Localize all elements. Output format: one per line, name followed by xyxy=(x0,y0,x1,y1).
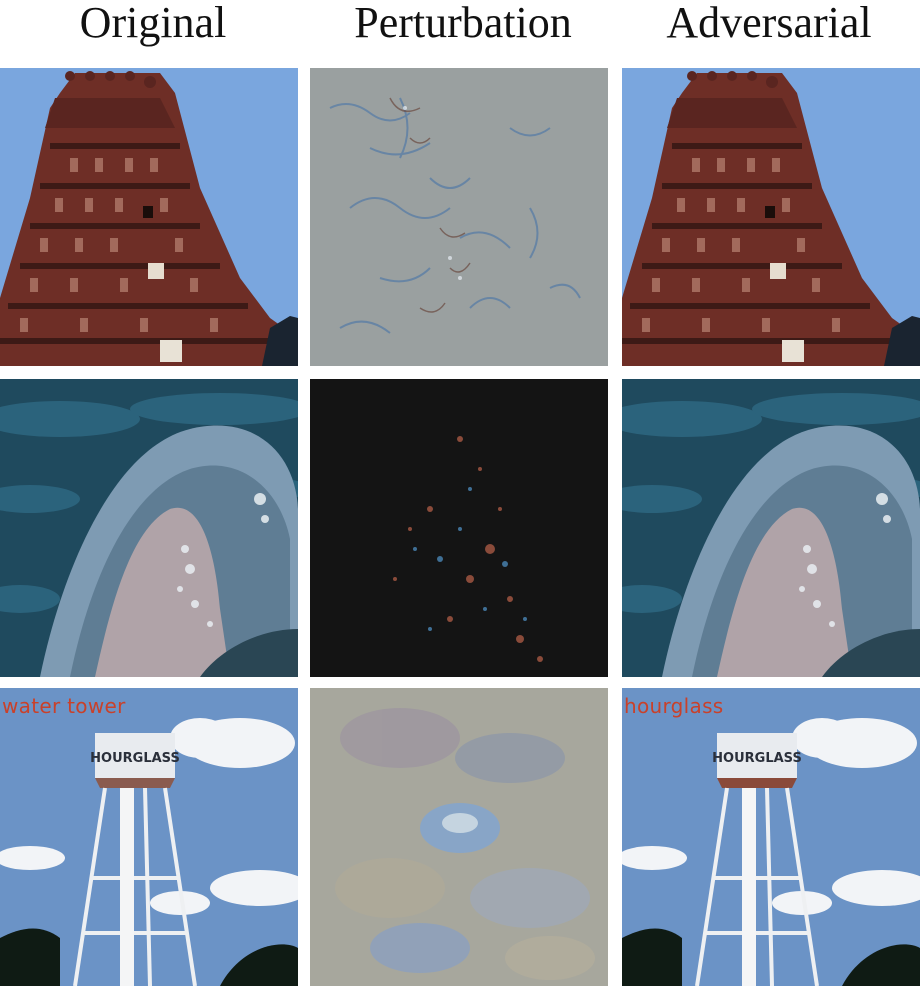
whale-picture xyxy=(0,379,298,677)
whale-picture xyxy=(622,379,920,677)
perturbation-noise-picture xyxy=(310,68,608,366)
perturbation-whale-image xyxy=(310,379,608,677)
adversarial-whale-image xyxy=(622,379,920,677)
adversarial-temple-image xyxy=(622,68,920,366)
water-tower-picture: HOURGLASS xyxy=(0,688,298,986)
perturbation-water-tower-image xyxy=(310,688,608,986)
original-water-tower-image: HOURGLASS water tower xyxy=(0,688,298,986)
column-header-adversarial: Adversarial xyxy=(666,0,872,47)
tank-text: HOURGLASS xyxy=(90,751,180,766)
column-header-original: Original xyxy=(79,0,227,47)
perturbation-noise-picture xyxy=(310,379,608,677)
temple-picture xyxy=(0,68,298,366)
original-temple-image xyxy=(0,68,298,366)
adversarial-prediction-label: hourglass xyxy=(624,694,724,718)
perturbation-noise-picture xyxy=(310,688,608,986)
tank-text: HOURGLASS xyxy=(712,751,802,766)
adversarial-water-tower-image: HOURGLASS hourglass xyxy=(622,688,920,986)
perturbation-temple-image xyxy=(310,68,608,366)
temple-picture xyxy=(622,68,920,366)
column-header-perturbation: Perturbation xyxy=(354,0,572,47)
water-tower-picture: HOURGLASS xyxy=(622,688,920,986)
original-prediction-label: water tower xyxy=(2,694,126,718)
original-whale-image xyxy=(0,379,298,677)
